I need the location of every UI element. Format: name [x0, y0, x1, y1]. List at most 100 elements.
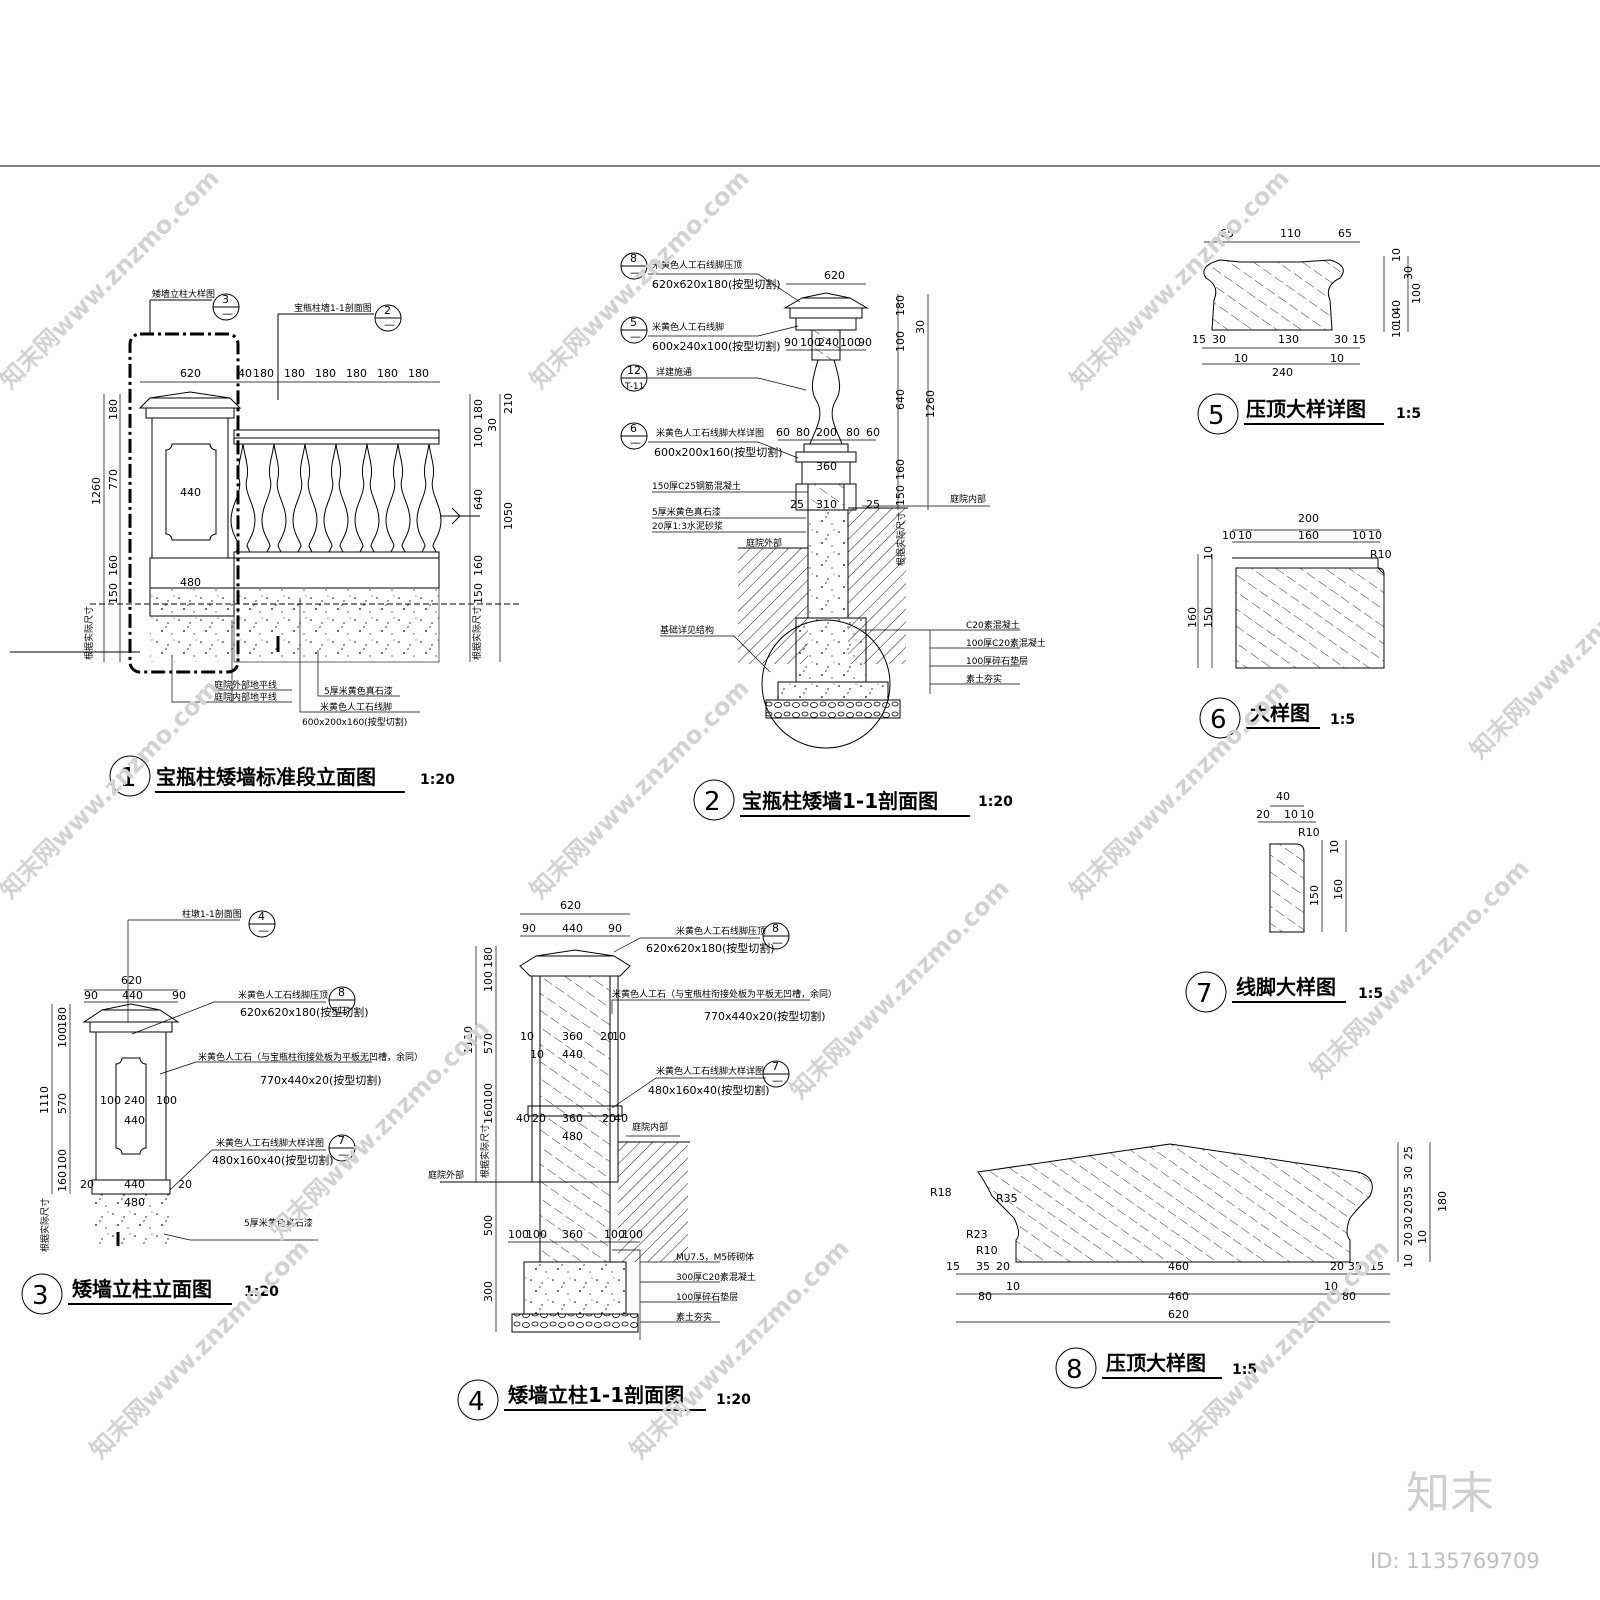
callout-l1: 米黄色人工石线脚大样详图: [216, 1137, 324, 1149]
dim: 360: [562, 1030, 583, 1043]
dim: 620: [1168, 1308, 1189, 1321]
dim: 10: [1368, 529, 1382, 542]
drawing-5-coping-detail: 65 110 65 15 30 130 30 15 10 10 240 10 3…: [1192, 227, 1423, 435]
callout-l1: 米黄色人工石线脚压顶: [652, 259, 742, 271]
dim: 200: [816, 426, 837, 439]
layer: 20厚1:3水泥砂浆: [652, 520, 723, 532]
dim: 10: [1328, 840, 1341, 854]
title: 宝瓶柱矮墙标准段立面图: [156, 765, 376, 789]
baluster: [323, 443, 349, 553]
title: 压顶大样图: [1106, 1351, 1206, 1375]
dim: 30: [1402, 1166, 1415, 1180]
dim: 180: [472, 399, 485, 420]
dim: 210: [502, 393, 515, 414]
title: 压顶大样详图: [1246, 397, 1366, 421]
note: 600x200x160(按型切割): [302, 716, 407, 728]
callout-l2: 480x160x40(按型切割): [212, 1153, 334, 1167]
dim: 30: [1212, 333, 1226, 346]
callout-l1: 米黄色人工石线脚压顶: [676, 925, 766, 937]
layer: 100厚碎石垫层: [966, 655, 1028, 667]
dim: 20: [1402, 1232, 1415, 1246]
dim: 110: [1280, 227, 1301, 240]
dim: 180: [482, 947, 495, 968]
callout-num: 8: [338, 986, 345, 999]
ref-sub: —: [258, 924, 269, 937]
dim: 180: [56, 1007, 69, 1028]
dim: 440: [122, 989, 143, 1002]
dim: 160: [1186, 607, 1199, 628]
dim: 10: [1222, 529, 1236, 542]
dim: 25: [1402, 1146, 1415, 1160]
dim: 360: [562, 1228, 583, 1241]
dim: 100: [526, 1228, 547, 1241]
dim: 20: [80, 1178, 94, 1191]
scale: 1:20: [716, 1392, 751, 1408]
dim: 20: [1402, 1200, 1415, 1214]
label: 基础详见结构: [660, 624, 714, 636]
dim: 150: [472, 583, 485, 604]
dim: 10: [612, 1030, 626, 1043]
dim: 620: [180, 367, 201, 380]
baluster: [261, 443, 287, 553]
callout-l2: 620x620x180(按型切割): [652, 277, 781, 291]
dim: 200: [1298, 512, 1319, 525]
dim: 240: [818, 336, 839, 349]
callout-l2: 480x160x40(按型切割): [648, 1083, 770, 1097]
callout-num: 7: [338, 1134, 345, 1147]
dim: 440: [562, 1048, 583, 1061]
dim: 10: [520, 1030, 534, 1043]
site-watermark: 知末网www.znzmo.com: [264, 1014, 494, 1244]
ref-b-text: 宝瓶柱墙1-1剖面图: [294, 302, 372, 314]
dim: 25: [790, 498, 804, 511]
dim: 360: [816, 460, 837, 473]
ref-num: 4: [258, 910, 265, 923]
callout-num: 8: [772, 922, 779, 935]
dim: 620: [121, 974, 142, 987]
dim: 65: [1338, 227, 1352, 240]
dim: 480: [562, 1130, 583, 1143]
scale: 1:20: [978, 794, 1013, 810]
dim: 570: [482, 1033, 495, 1054]
dim: 100: [482, 1083, 495, 1104]
dim: 180: [894, 295, 907, 316]
dim: 10: [1202, 546, 1215, 560]
brand-watermark: 知末: [1406, 1468, 1494, 1519]
dim: 10: [1238, 529, 1252, 542]
side: 根据实际尺寸: [39, 1198, 51, 1252]
callout-l1: 米黄色人工石线脚大样详图: [656, 427, 764, 439]
dim: 25: [866, 498, 880, 511]
dim: 480: [124, 1196, 145, 1209]
dim: 1110: [462, 1026, 475, 1054]
dim: 20: [996, 1260, 1010, 1273]
radius: R10: [1370, 548, 1392, 561]
dim: 100: [1410, 283, 1423, 304]
layer: MU7.5，M5砖砌体: [676, 1251, 754, 1263]
dim: 20: [602, 1112, 616, 1125]
drawing-2-balustrade-section: 8 — 米黄色人工石线脚压顶 620x620x180(按型切割) 5 — 米黄色…: [620, 252, 1046, 821]
ref-text: 柱墩1-1剖面图: [182, 908, 242, 920]
callout-num: 8: [630, 252, 637, 265]
callout-l1: 米黄色人工石（与宝瓶柱衔接处板为平板无凹槽，余同）: [198, 1051, 423, 1063]
dim: 100: [894, 331, 907, 352]
radius: R10: [1298, 826, 1320, 839]
title-num: 5: [1208, 401, 1225, 431]
dim: 100: [800, 336, 821, 349]
layer: 150厚C25钢筋混凝土: [652, 480, 741, 492]
dim: 90: [784, 336, 798, 349]
callout-l1: 米黄色人工石线脚: [652, 321, 724, 333]
title-num: 2: [704, 787, 721, 817]
ref-a-sub: —: [222, 307, 233, 320]
dim: 35: [1402, 1186, 1415, 1200]
title-num: 4: [468, 1387, 485, 1417]
callout-l1: 详建施通: [656, 366, 692, 378]
dim: 160: [56, 1171, 69, 1192]
label: 庭院内部: [632, 1121, 668, 1133]
dim: 100: [472, 427, 485, 448]
dim: 10: [1390, 324, 1403, 338]
dim: 180: [284, 367, 305, 380]
site-watermark: 知末网www.znzmo.com: [0, 164, 225, 394]
note-bottom: 5厚米黄色真石漆: [244, 1217, 313, 1229]
dim: 30: [1402, 266, 1415, 280]
callout-l2: 600x200x160(按型切割): [654, 445, 783, 459]
